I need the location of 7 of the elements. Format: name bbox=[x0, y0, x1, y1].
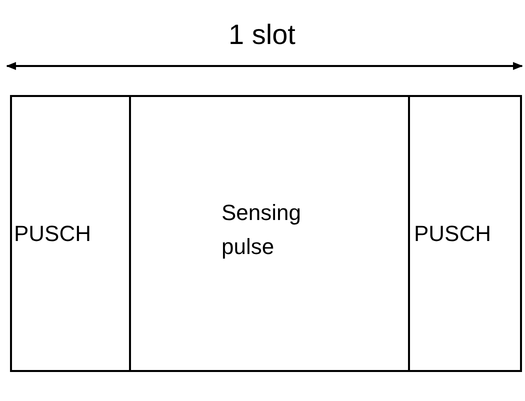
slot-segment bbox=[408, 95, 522, 372]
slot-segment bbox=[10, 95, 131, 372]
slot-segment bbox=[129, 95, 410, 372]
segment-label: PUSCH bbox=[14, 220, 92, 248]
dimension-label: 1 slot bbox=[228, 18, 296, 52]
segment-label: Sensing pulse bbox=[222, 198, 302, 261]
segment-label: PUSCH bbox=[414, 220, 492, 248]
